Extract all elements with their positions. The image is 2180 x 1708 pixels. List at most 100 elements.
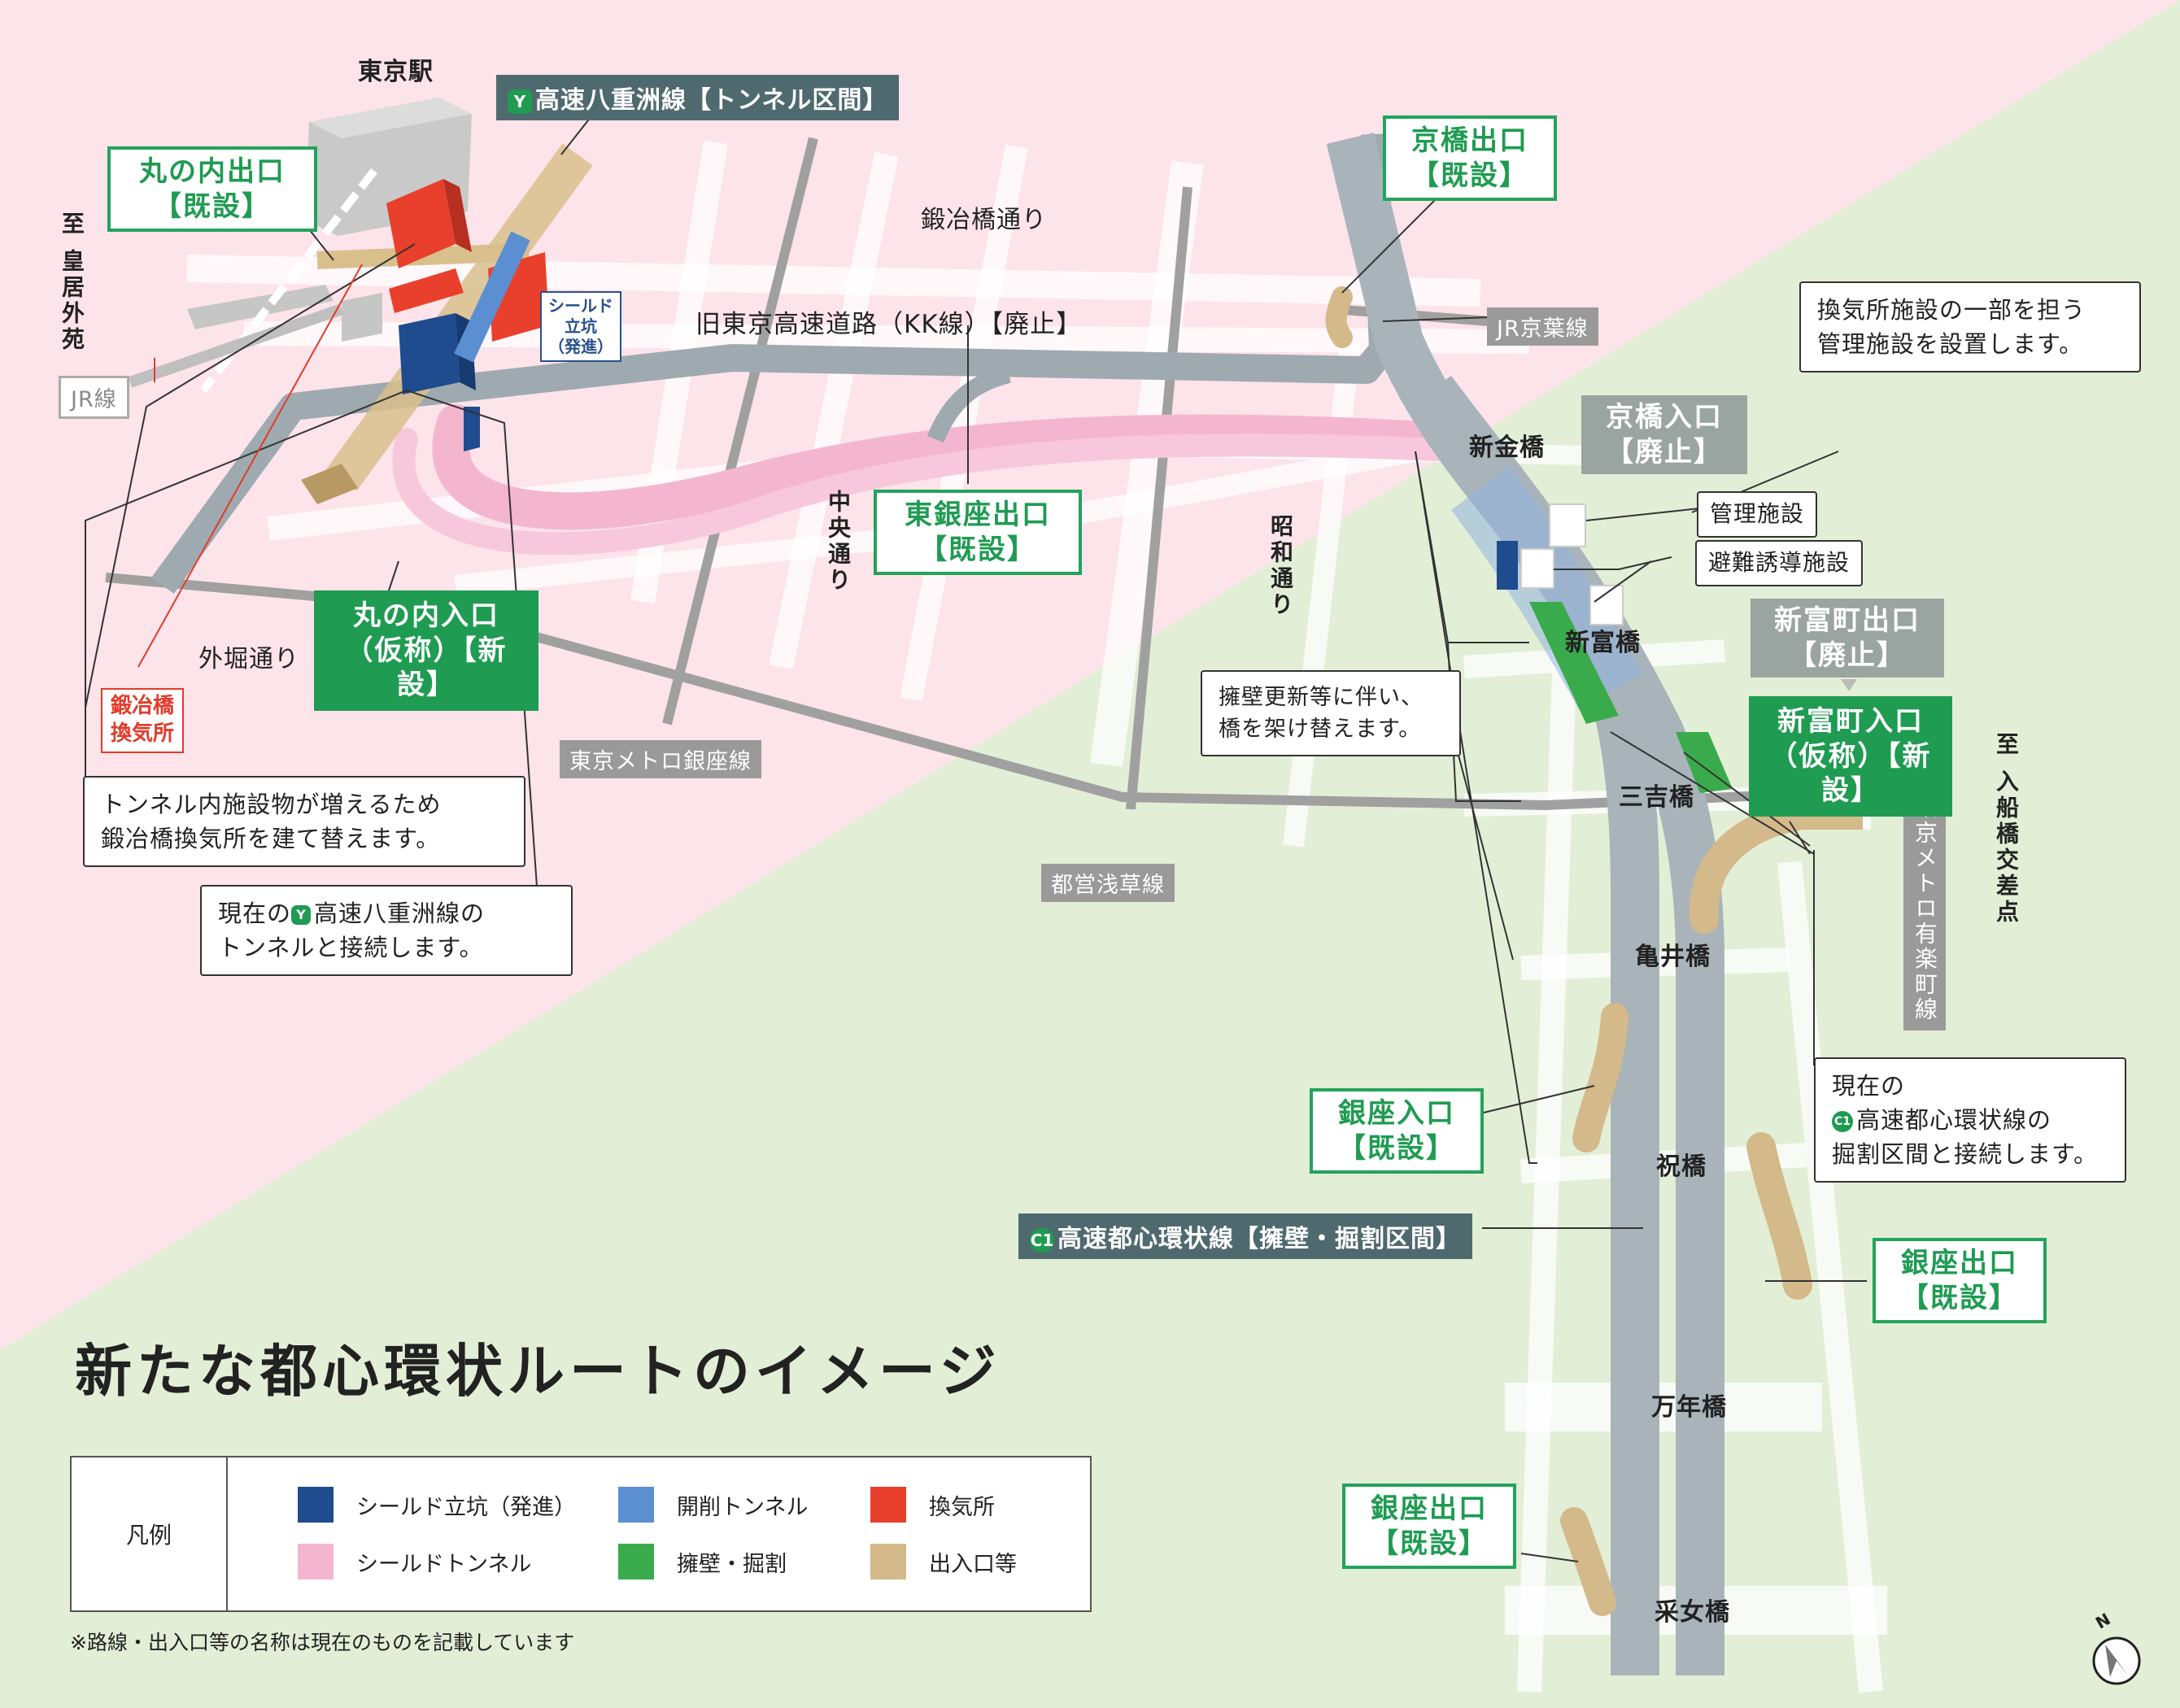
legend-label: シールド立坑（発進） [356, 1494, 576, 1520]
shintomicho-exit-box: 新富町出口【廃止】 [1751, 599, 1944, 678]
bridge-note-line1: 擁壁更新等に伴い、 [1219, 685, 1424, 710]
ginza-exit-1-name: 銀座出口 [1901, 1247, 2018, 1279]
ginza-entry-name: 銀座入口 [1338, 1097, 1455, 1130]
footnote: ※路線・出入口等の名称は現在のものを記載しています [70, 1631, 575, 1654]
bridge-shinkin: 新金橋 [1469, 434, 1545, 462]
shield-shaft-line2: 立坑 [565, 316, 597, 336]
jr-track [200, 168, 377, 394]
c1-note-badge-icon: C1 [1832, 1111, 1853, 1133]
yaesu-note-badge-icon: Y [291, 905, 312, 925]
bridge-iwai: 祝橋 [1656, 1152, 1707, 1181]
legend-label: 開削トンネル [677, 1494, 809, 1520]
bridge-uneme: 采女橋 [1655, 1598, 1730, 1627]
shintomicho-arrow [1841, 679, 1857, 691]
kyobashi-exit-status: 【既設】 [1411, 159, 1528, 192]
street-kajibashi: 鍛冶橋通り [921, 206, 1047, 234]
legend-swatch [870, 1544, 906, 1579]
higashiginza-exit-name: 東銀座出口 [905, 499, 1051, 531]
yaesu-line-end [301, 464, 358, 504]
bridge-note: 擁壁更新等に伴い、橋を架け替えます。 [1201, 670, 1461, 757]
legend-label: 擁壁・掘割 [677, 1551, 787, 1577]
shield-shaft-line1: シールド [548, 296, 613, 316]
ginza-entry-box: 銀座入口【既設】 [1310, 1088, 1484, 1174]
compass-icon: N [2092, 1610, 2141, 1685]
evacuation-facility-blue [1497, 541, 1518, 590]
ginza-exit-1-status: 【既設】 [1901, 1281, 2018, 1314]
facility-boxes [1520, 503, 1624, 625]
kyobashi-exit-box: 京橋出口【既設】 [1383, 115, 1557, 201]
shield-shaft-block [399, 231, 530, 451]
legend-label: 換気所 [929, 1494, 995, 1520]
direction-kokyo: 至 皇居外苑 [59, 211, 85, 353]
evacuation-facility-label: 避難誘導施設 [1695, 540, 1864, 586]
higashiginza-exit-ramp [926, 365, 1011, 443]
shield-shaft-label: シールド立坑（発進） [540, 291, 621, 362]
legend-item-vent: 換気所 [870, 1487, 995, 1523]
marunouchi-entry-name: 丸の内入口 [353, 599, 499, 632]
jr-keiyo-tag: JR京葉線 [1487, 307, 1598, 346]
vent-label: 鍛冶橋換気所 [101, 688, 185, 753]
legend-label: 出入口等 [929, 1551, 1017, 1577]
compass-letter: N [2092, 1610, 2114, 1633]
shintomicho-entry-status: （仮称）【新設】 [1769, 739, 1932, 808]
asakusa-line-tag: 都営浅草線 [1041, 864, 1175, 902]
street-chuo: 中央通り [825, 490, 852, 594]
vent-rebuild-note: トンネル内施設物が増えるため鍛冶橋換気所を建て替えます。 [83, 776, 525, 868]
legend-swatch [870, 1487, 906, 1523]
ginza-exit-2-status: 【既設】 [1371, 1527, 1488, 1560]
legend: 凡例 シールド立坑（発進） 開削トンネル 換気所 シールドトンネル 擁壁・掘割 … [70, 1456, 1092, 1612]
yaesu-badge-icon: Y [508, 89, 532, 114]
management-note-line1: 換気所施設の一部を担う [1817, 296, 2086, 324]
c1-connect-line1: 現在の [1832, 1072, 1906, 1100]
jr-line-tag: JR線 [59, 376, 129, 419]
higashiginza-exit-box: 東銀座出口【既設】 [874, 490, 1082, 575]
management-facility-label: 管理施設 [1697, 491, 1818, 538]
ginza-entry-status: 【既設】 [1338, 1131, 1455, 1165]
c1-badge-icon: C1 [1030, 1227, 1054, 1253]
marunouchi-exit-status: 【既設】 [154, 190, 271, 223]
shintomicho-exit-status: 【廃止】 [1789, 638, 1906, 672]
marunouchi-exit-name: 丸の内出口 [139, 155, 286, 188]
management-note: 換気所施設の一部を担う管理施設を設置します。 [1799, 281, 2141, 373]
c1-connect-line2: 高速都心環状線の [1856, 1106, 2052, 1135]
ginza-exit-box-1: 銀座出口【既設】 [1873, 1238, 2047, 1323]
shintomicho-entry-box: 新富町入口（仮称）【新設】 [1749, 696, 1952, 817]
kyobashi-exit-name: 京橋出口 [1411, 124, 1528, 157]
vent-line1: 鍛冶橋 [111, 694, 175, 718]
page-title: 新たな都心環状ルートのイメージ [75, 1338, 1001, 1405]
kyobashi-entry-status: 【廃止】 [1606, 435, 1723, 468]
tokyo-station-label: 東京駅 [358, 58, 434, 86]
yaesu-connect-line2: トンネルと接続します。 [218, 934, 484, 962]
bridge-mannen: 万年橋 [1651, 1393, 1727, 1422]
kyobashi-entry-name: 京橋入口 [1606, 401, 1723, 434]
yaesu-connect-line1: 高速八重洲線の [314, 900, 486, 927]
street-sotobori: 外堀通り [198, 645, 299, 673]
yaesu-line-label: 高速八重洲線【トンネル区間】 [535, 86, 888, 115]
bridge-shintomi: 新富橋 [1565, 629, 1641, 657]
shintomicho-entry-name: 新富町入口 [1777, 705, 1924, 738]
legend-item-shield-tunnel: シールドトンネル [298, 1544, 531, 1579]
legend-item-cut-tunnel: 開削トンネル [618, 1487, 808, 1523]
vent-leader-line [137, 264, 363, 668]
marunouchi-exit-box: 丸の内出口【既設】 [107, 146, 317, 232]
c1-line-label: 高速都心環状線【擁壁・掘割区間】 [1057, 1225, 1461, 1253]
legend-swatch [298, 1487, 334, 1523]
management-note-line2: 管理施設を設置します。 [1817, 330, 2084, 359]
bridge-miyoshi: 三吉橋 [1619, 783, 1694, 812]
direction-irifune: 至 入船橋交差点 [1993, 732, 2020, 926]
marunouchi-entry-box: 丸の内入口（仮称）【新設】 [314, 590, 538, 711]
bridge-note-line2: 橋を架け替えます。 [1219, 717, 1422, 743]
bridge-kamei: 亀井橋 [1635, 943, 1711, 971]
legend-item-ramp: 出入口等 [870, 1544, 1017, 1579]
ginza-line-tag: 東京メトロ銀座線 [560, 740, 761, 778]
street-showa: 昭和通り [1267, 514, 1294, 618]
leader-lines [85, 97, 1867, 1562]
c1-connect-line3: 掘割区間と接続します。 [1832, 1140, 2099, 1169]
legend-item-shield-shaft: シールド立坑（発進） [298, 1487, 576, 1523]
vent-line2: 換気所 [111, 721, 175, 746]
kk-line-label: 旧東京高速道路（KK線）【廃止】 [695, 310, 1083, 339]
